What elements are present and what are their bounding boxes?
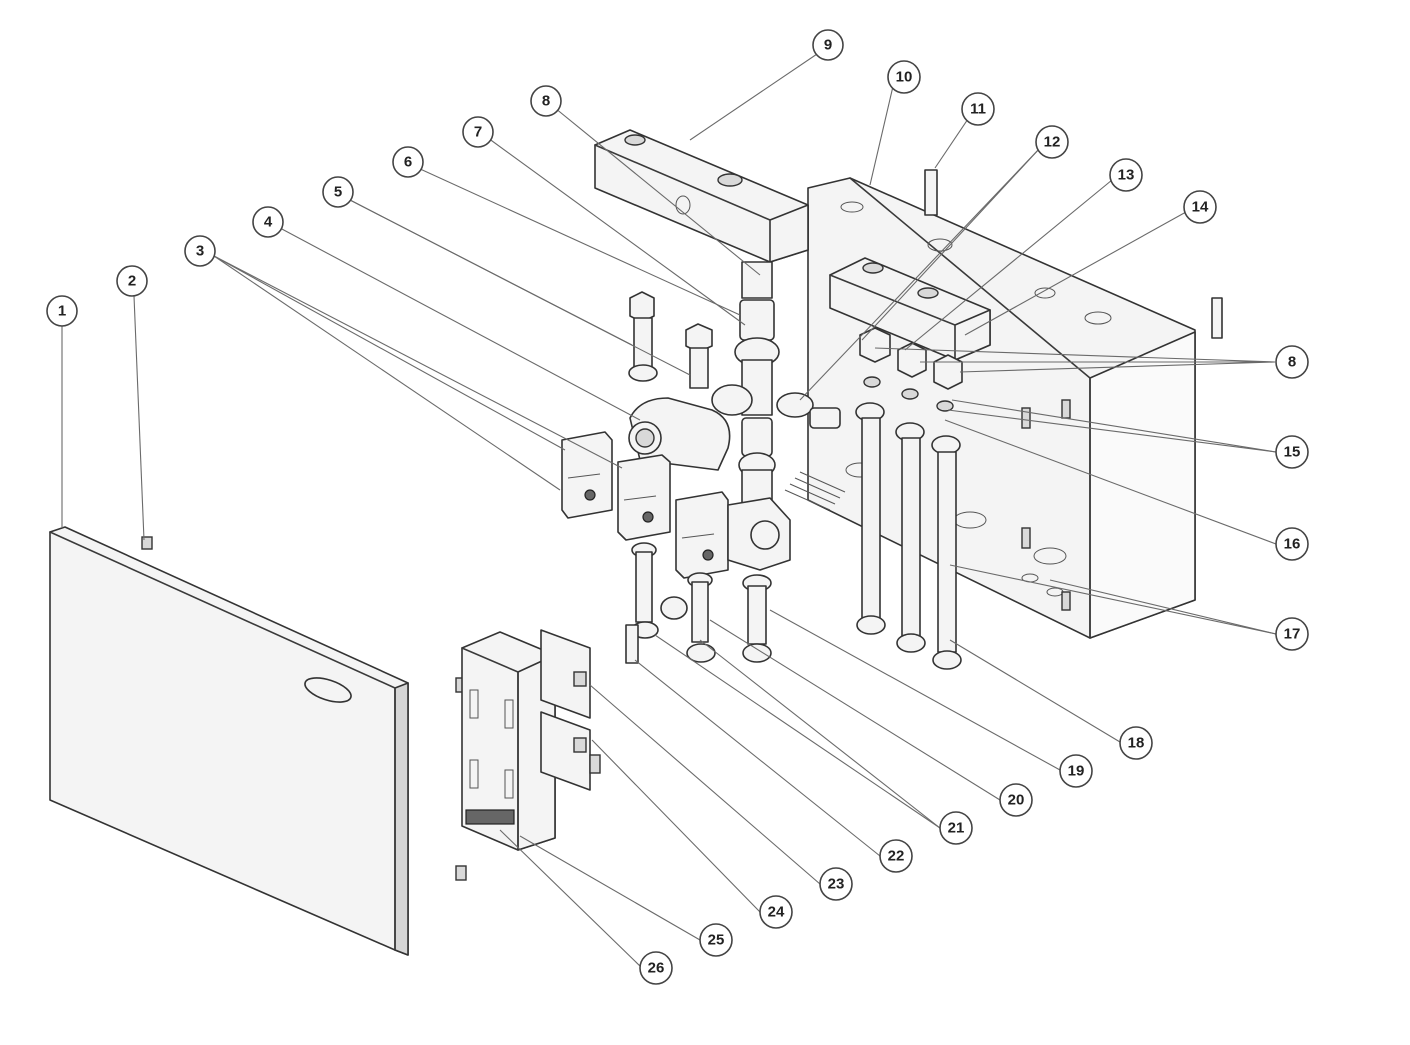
manifold-valves-8 bbox=[859, 327, 963, 412]
callout-20: 20 bbox=[999, 783, 1033, 817]
lower-pipe-unions bbox=[625, 542, 772, 664]
svg-text:8: 8 bbox=[1288, 354, 1296, 371]
callout-6: 6 bbox=[392, 146, 424, 178]
svg-text:18: 18 bbox=[1128, 735, 1145, 752]
pipe-unions-upper bbox=[628, 291, 713, 389]
svg-text:17: 17 bbox=[1284, 626, 1301, 643]
svg-text:10: 10 bbox=[896, 69, 913, 86]
callout-26: 26 bbox=[639, 951, 673, 985]
control-box-25 bbox=[461, 631, 556, 851]
svg-text:15: 15 bbox=[1284, 444, 1301, 461]
svg-text:20: 20 bbox=[1008, 792, 1025, 809]
svg-text:2: 2 bbox=[128, 273, 136, 290]
svg-text:22: 22 bbox=[888, 848, 905, 865]
callout-19: 19 bbox=[1059, 754, 1093, 788]
pump-motor-4 bbox=[628, 397, 731, 471]
pcb-boards-23-24 bbox=[540, 629, 601, 791]
callout-23: 23 bbox=[819, 867, 853, 901]
callout-14: 14 bbox=[1183, 190, 1217, 224]
callout-7: 7 bbox=[462, 116, 494, 148]
svg-text:6: 6 bbox=[404, 154, 412, 171]
pump-heads-3 bbox=[561, 431, 791, 579]
cabinet-casing bbox=[784, 177, 1196, 639]
svg-text:16: 16 bbox=[1284, 536, 1301, 553]
callout-9: 9 bbox=[812, 29, 844, 61]
callout-1: 1 bbox=[46, 295, 78, 327]
callout-17: 17 bbox=[1275, 617, 1309, 651]
callout-11: 11 bbox=[961, 92, 995, 126]
callout-18: 18 bbox=[1119, 726, 1153, 760]
svg-text:3: 3 bbox=[196, 243, 204, 260]
callout-8-right: 8 bbox=[1275, 345, 1309, 379]
callout-12: 12 bbox=[1035, 125, 1069, 159]
svg-text:7: 7 bbox=[474, 124, 482, 141]
callout-24: 24 bbox=[759, 895, 793, 929]
svg-text:1: 1 bbox=[58, 303, 66, 320]
svg-text:26: 26 bbox=[648, 960, 665, 977]
svg-text:11: 11 bbox=[970, 101, 986, 118]
callout-8-top: 8 bbox=[530, 85, 562, 117]
vent-slots bbox=[784, 471, 846, 511]
long-pipes-17 bbox=[855, 402, 962, 670]
svg-text:9: 9 bbox=[824, 37, 832, 54]
callout-13: 13 bbox=[1109, 158, 1143, 192]
front-cover-1 bbox=[49, 526, 409, 956]
callout-15: 15 bbox=[1275, 435, 1309, 469]
svg-text:24: 24 bbox=[768, 904, 785, 921]
svg-text:25: 25 bbox=[708, 932, 725, 949]
callout-16: 16 bbox=[1275, 527, 1309, 561]
sensor-clips bbox=[141, 169, 1223, 881]
svg-text:21: 21 bbox=[948, 820, 965, 837]
svg-text:14: 14 bbox=[1192, 199, 1209, 216]
leader-lines bbox=[61, 51, 1277, 969]
callout-10: 10 bbox=[887, 60, 921, 94]
svg-text:19: 19 bbox=[1068, 763, 1085, 780]
callout-22: 22 bbox=[879, 839, 913, 873]
svg-text:23: 23 bbox=[828, 876, 845, 893]
svg-text:8: 8 bbox=[542, 93, 550, 110]
callout-2: 2 bbox=[116, 265, 148, 297]
callout-25: 25 bbox=[699, 923, 733, 957]
callout-5: 5 bbox=[322, 176, 354, 208]
svg-text:4: 4 bbox=[264, 214, 273, 231]
svg-text:5: 5 bbox=[334, 184, 342, 201]
svg-text:12: 12 bbox=[1044, 134, 1061, 151]
callout-3: 3 bbox=[184, 235, 216, 267]
second-manifold bbox=[829, 257, 991, 361]
top-manifold-9 bbox=[594, 129, 809, 263]
callout-4: 4 bbox=[252, 206, 284, 238]
callout-21: 21 bbox=[939, 811, 973, 845]
svg-text:13: 13 bbox=[1118, 167, 1135, 184]
